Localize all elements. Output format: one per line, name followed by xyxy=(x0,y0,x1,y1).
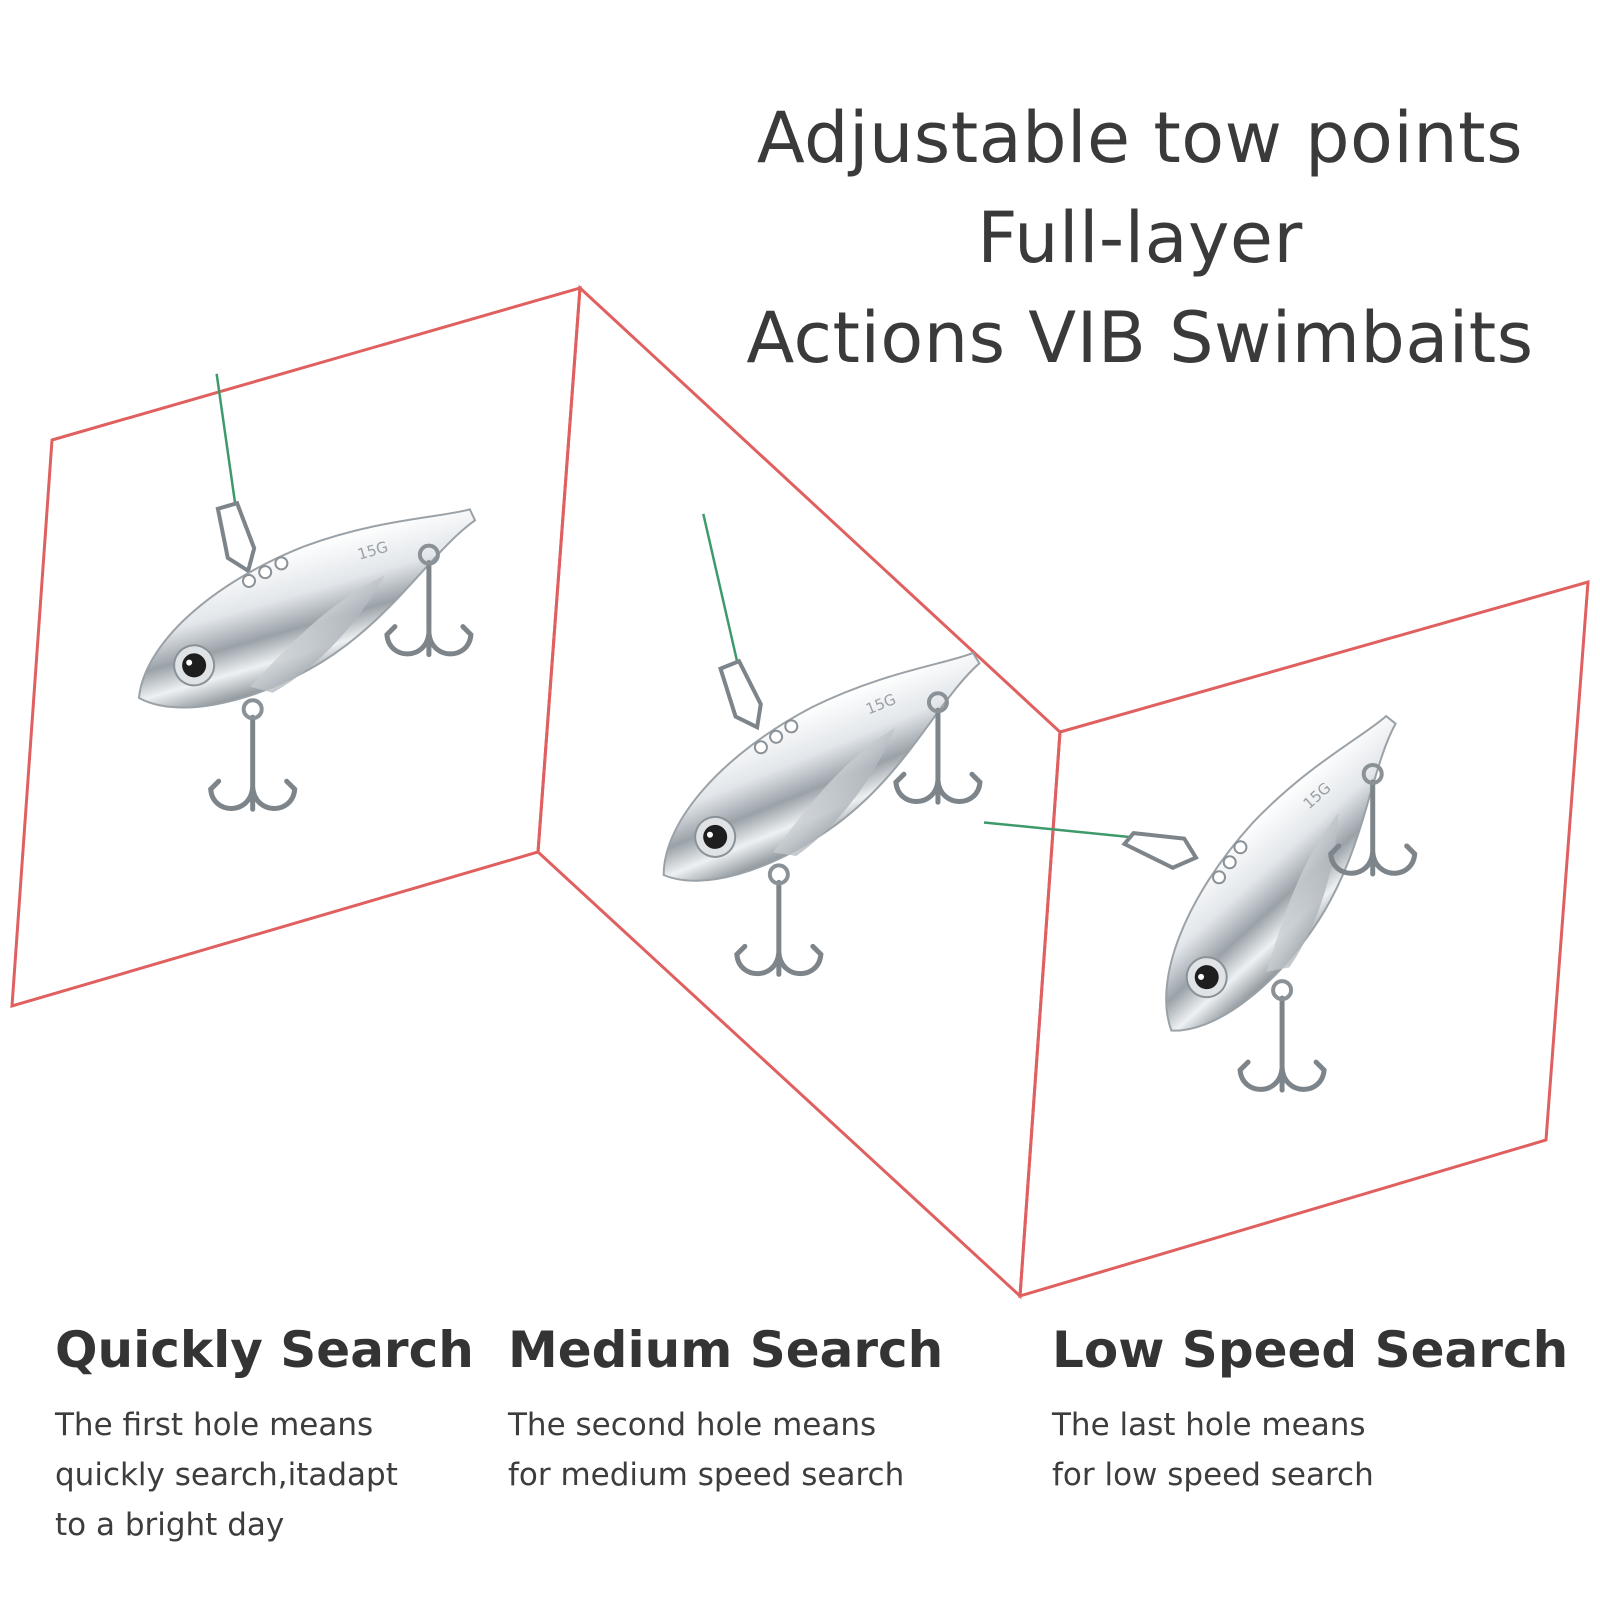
section-description: The first hole means quickly search,itad… xyxy=(55,1400,474,1550)
lure-3: 15G xyxy=(983,714,1546,1140)
frame-panel-3 xyxy=(1018,579,1590,1299)
section-description: The last hole means for low speed search xyxy=(1052,1400,1568,1500)
lure-body xyxy=(1165,714,1397,1032)
section-description: The second hole means for medium speed s… xyxy=(508,1400,943,1500)
hook-front xyxy=(211,700,295,809)
section-low-speed-search: Low Speed Search The last hole means for… xyxy=(1052,1318,1568,1500)
section-quickly-search: Quickly Search The first hole means quic… xyxy=(55,1318,474,1550)
snap-clip xyxy=(718,658,763,731)
hook-front xyxy=(1240,981,1324,1090)
section-heading: Quickly Search xyxy=(55,1321,474,1379)
section-heading: Low Speed Search xyxy=(1052,1321,1569,1379)
lure-1: 15G xyxy=(137,373,477,843)
desc-line: for medium speed search xyxy=(508,1457,905,1493)
desc-line: to a bright day xyxy=(55,1507,285,1543)
snap-clip xyxy=(215,500,257,574)
lure-2: 15G xyxy=(662,513,1065,1015)
lure-body xyxy=(137,508,477,709)
section-medium-search: Medium Search The second hole means for … xyxy=(508,1318,943,1500)
headline-line-2: Full-layer xyxy=(977,197,1303,279)
desc-line: The last hole means xyxy=(1052,1407,1366,1443)
folded-frame xyxy=(10,284,1590,1300)
fishing-line xyxy=(215,373,237,504)
fishing-line xyxy=(983,821,1133,839)
desc-line: for low speed search xyxy=(1052,1457,1374,1493)
headline-line-1: Adjustable tow points xyxy=(756,97,1524,179)
headline-line-3: Actions VIB Swimbaits xyxy=(746,297,1534,379)
headline: Adjustable tow points Full-layer Actions… xyxy=(720,88,1560,388)
desc-line: The first hole means xyxy=(55,1407,374,1443)
desc-line: The second hole means xyxy=(508,1407,877,1443)
fishing-line xyxy=(702,513,739,663)
lure-body xyxy=(662,651,981,882)
section-heading: Medium Search xyxy=(508,1321,944,1379)
hook-front xyxy=(737,865,821,974)
snap-clip xyxy=(1121,831,1199,870)
desc-line: quickly search,itadapt xyxy=(55,1457,398,1493)
